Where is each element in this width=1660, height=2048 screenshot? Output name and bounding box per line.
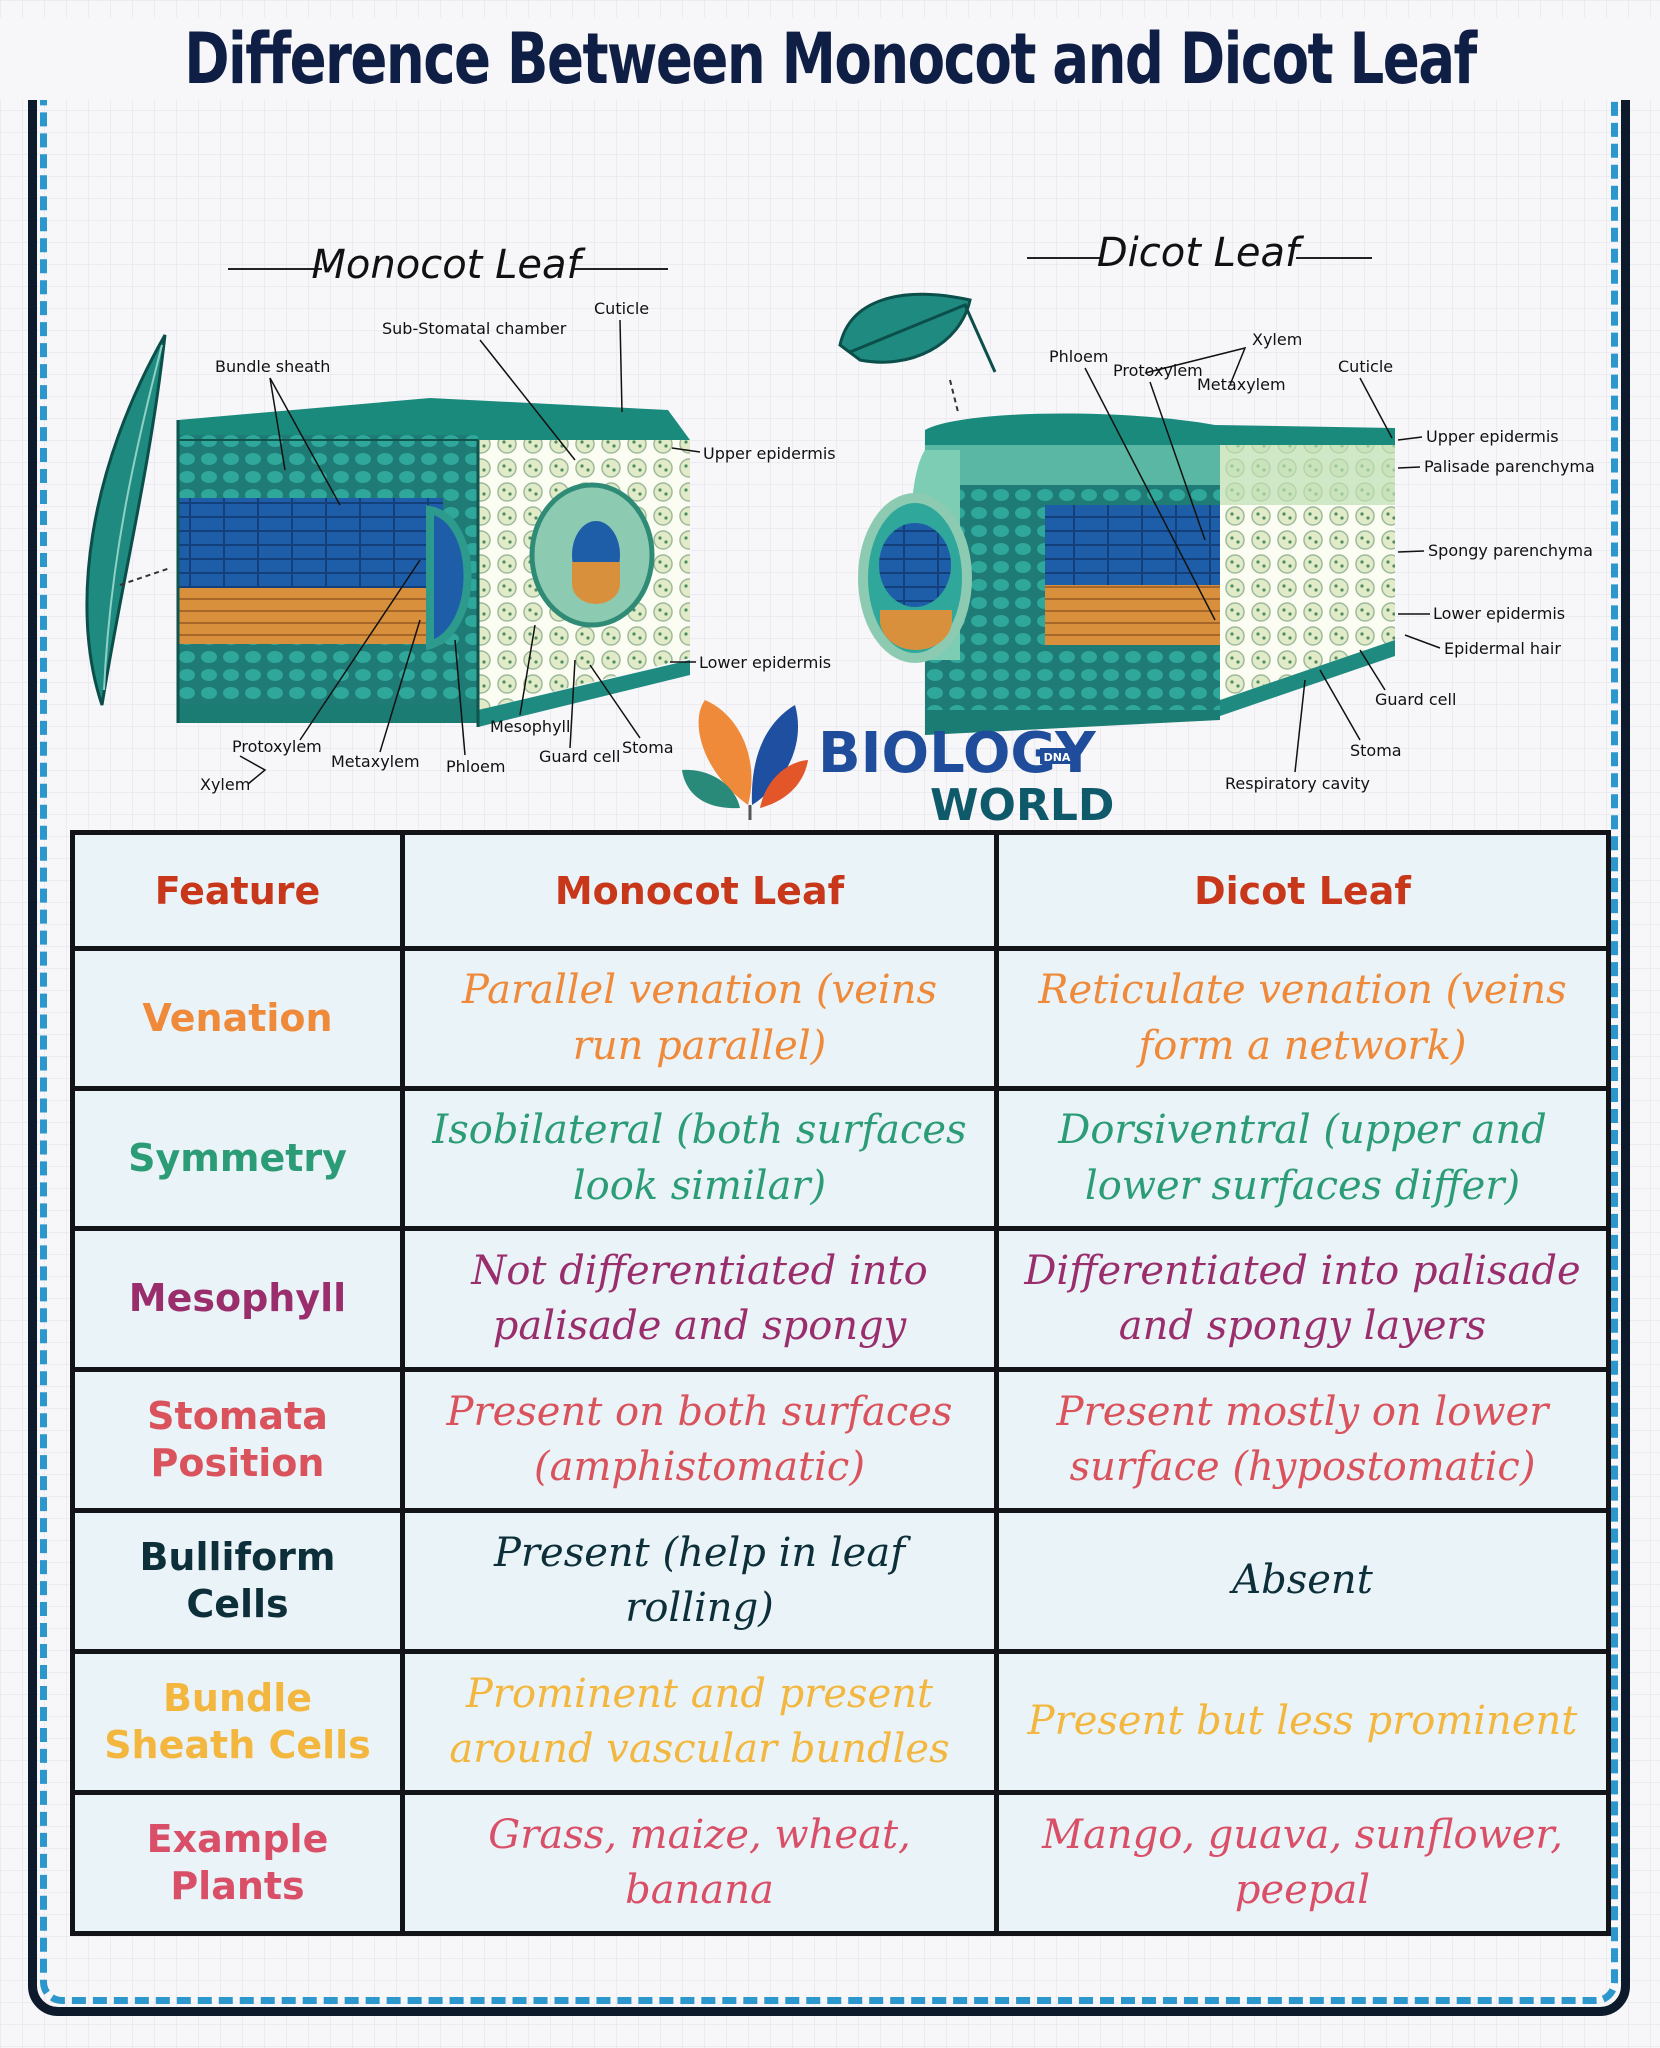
dicot-cell: Absent <box>994 1508 1611 1654</box>
label-lower-epidermis: Lower epidermis <box>699 653 831 672</box>
label-dicot-palisade: Palisade parenchyma <box>1424 457 1595 476</box>
label-protoxylem: Protoxylem <box>232 737 322 756</box>
feature-cell: Stomata Position <box>70 1367 405 1513</box>
logo-leaf-blue-icon <box>751 705 799 805</box>
leaf-cross-section-diagram: Monocot Leaf Bundle sheath Sub-Stomatal … <box>85 230 1595 830</box>
dicot-cell: Differentiated into palisade and spongy … <box>994 1226 1611 1372</box>
table-row: Venation Parallel venation (veins run pa… <box>70 946 1611 1091</box>
label-dicot-cuticle: Cuticle <box>1338 357 1393 376</box>
label-mesophyll: Mesophyll <box>490 717 570 736</box>
label-stoma: Stoma <box>622 738 674 757</box>
feature-cell: Bundle Sheath Cells <box>70 1649 405 1795</box>
monocot-cell: Present (help in leaf rolling) <box>400 1508 999 1654</box>
comparison-table: Feature Monocot Leaf Dicot Leaf Venation… <box>70 830 1611 1936</box>
label-dicot-respiratory-cavity: Respiratory cavity <box>1225 774 1370 793</box>
table-row: Symmetry Isobilateral (both surfaces loo… <box>70 1086 1611 1231</box>
biology-world-logo: BIOLOGY WORLD DNA <box>682 700 1114 830</box>
dicot-cell: Reticulate venation (veins form a networ… <box>994 946 1611 1091</box>
label-dicot-guard-cell: Guard cell <box>1375 690 1456 709</box>
dicot-heading: Dicot Leaf <box>1097 230 1305 276</box>
logo-text-world: WORLD <box>930 780 1114 830</box>
dicot-diagram: Dicot Leaf Phloem Protoxylem Xylem Metax… <box>838 230 1595 793</box>
label-dicot-epidermal-hair: Epidermal hair <box>1444 639 1561 658</box>
feature-cell: Symmetry <box>70 1086 405 1231</box>
header-feature: Feature <box>70 830 405 951</box>
feature-cell: Venation <box>70 946 405 1091</box>
label-dicot-stoma: Stoma <box>1350 741 1402 760</box>
table-row: Bundle Sheath Cells Prominent and presen… <box>70 1649 1611 1795</box>
monocot-cell: Present on both surfaces (amphistomatic) <box>400 1367 999 1513</box>
feature-cell: Example Plants <box>70 1790 405 1936</box>
page-title: Difference Between Monocot and Dicot Lea… <box>0 18 1660 100</box>
dicot-cell: Mango, guava, sunflower, peepal <box>994 1790 1611 1936</box>
table-row: Stomata Position Present on both surface… <box>70 1367 1611 1513</box>
monocot-cell: Parallel venation (veins run parallel) <box>400 946 999 1091</box>
logo-leaf-orange-icon <box>698 700 752 805</box>
label-xylem: Xylem <box>200 775 250 794</box>
feature-cell: Mesophyll <box>70 1226 405 1372</box>
label-dicot-lower-epidermis: Lower epidermis <box>1433 604 1565 623</box>
header-monocot: Monocot Leaf <box>400 830 999 951</box>
table-header-row: Feature Monocot Leaf Dicot Leaf <box>70 830 1611 951</box>
monocot-diagram: Monocot Leaf Bundle sheath Sub-Stomatal … <box>85 242 836 794</box>
label-upper-epidermis: Upper epidermis <box>703 444 836 463</box>
feature-cell: Bulliform Cells <box>70 1508 405 1654</box>
monocot-cell: Not differentiated into palisade and spo… <box>400 1226 999 1372</box>
dicot-cell: Present but less prominent <box>994 1649 1611 1795</box>
label-phloem: Phloem <box>446 757 505 776</box>
label-dicot-xylem: Xylem <box>1252 330 1302 349</box>
monocot-leaf-icon <box>85 334 167 706</box>
dicot-cell: Present mostly on lower surface (hyposto… <box>994 1367 1611 1513</box>
table-row: Bulliform Cells Present (help in leaf ro… <box>70 1508 1611 1654</box>
monocot-cell: Prominent and present around vascular bu… <box>400 1649 999 1795</box>
label-dicot-upper-epidermis: Upper epidermis <box>1426 427 1559 446</box>
table-row: Example Plants Grass, maize, wheat, bana… <box>70 1790 1611 1936</box>
label-cuticle: Cuticle <box>594 299 649 318</box>
dicot-cell: Dorsiventral (upper and lower surfaces d… <box>994 1086 1611 1231</box>
monocot-cell: Isobilateral (both surfaces look similar… <box>400 1086 999 1231</box>
monocot-cell: Grass, maize, wheat, banana <box>400 1790 999 1936</box>
label-bundle-sheath: Bundle sheath <box>215 357 330 376</box>
logo-text-dna: DNA <box>1044 751 1071 764</box>
logo-leaf-red-icon <box>760 760 808 808</box>
label-guard-cell: Guard cell <box>539 747 620 766</box>
label-dicot-phloem: Phloem <box>1049 347 1108 366</box>
label-dicot-spongy: Spongy parenchyma <box>1428 541 1593 560</box>
label-dicot-metaxylem: Metaxylem <box>1197 375 1286 394</box>
monocot-heading: Monocot Leaf <box>311 242 586 288</box>
header-dicot: Dicot Leaf <box>994 830 1611 951</box>
table-row: Mesophyll Not differentiated into palisa… <box>70 1226 1611 1372</box>
label-sub-stomatal: Sub-Stomatal chamber <box>382 319 567 338</box>
label-metaxylem: Metaxylem <box>331 752 420 771</box>
logo-leaf-green-icon <box>682 769 740 809</box>
